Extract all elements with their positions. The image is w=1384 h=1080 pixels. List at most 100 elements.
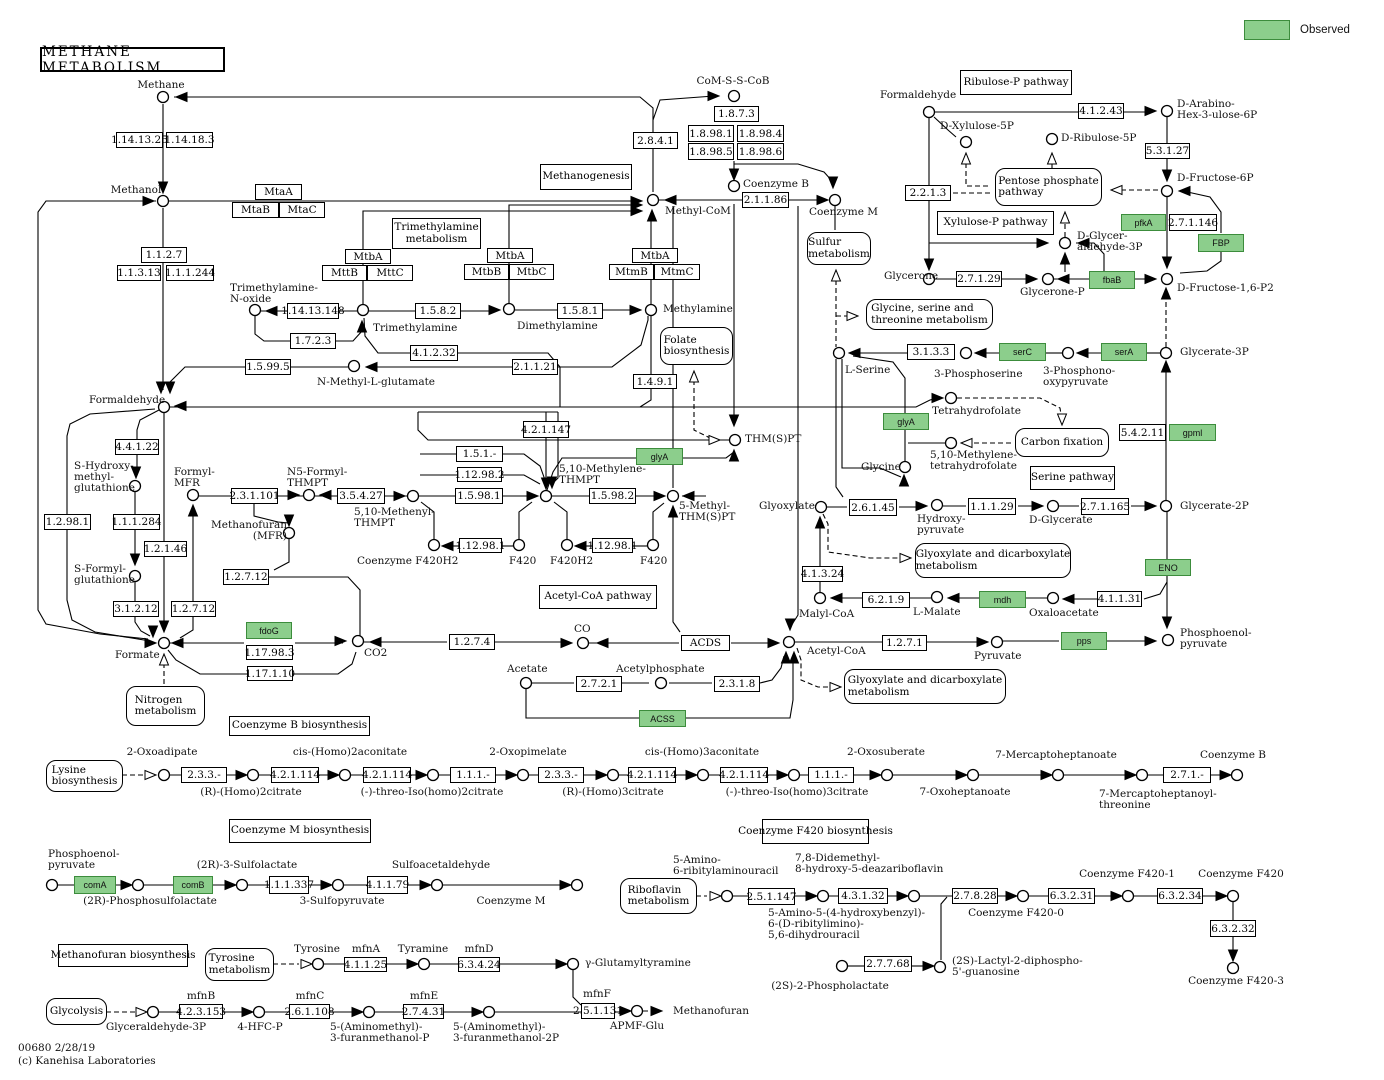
enzyme-box-2-7-8-28[interactable]: 2.7.8.28 — [952, 888, 998, 904]
compound-node[interactable] — [417, 957, 431, 971]
enzyme-box-4-2-1-114[interactable]: 4.2.1.114 — [626, 767, 678, 783]
pathway-link-box-carbon-fixation[interactable]: Carbon fixation — [1015, 428, 1109, 457]
compound-node[interactable] — [606, 768, 620, 782]
compound-node[interactable] — [1160, 272, 1174, 286]
pathway-link-box-pentose-phosphate-pathway[interactable]: Pentose phosphate pathway — [995, 168, 1102, 206]
enzyme-box-1-14-13-148[interactable]: 1.14.13.148 — [281, 303, 345, 319]
compound-node[interactable] — [246, 768, 260, 782]
compound-node[interactable] — [186, 488, 200, 502]
compound-node[interactable] — [814, 500, 828, 514]
compound-node[interactable] — [362, 1005, 376, 1019]
compound-node[interactable] — [1016, 889, 1030, 903]
compound-node[interactable] — [990, 635, 1004, 649]
compound-node[interactable] — [311, 957, 325, 971]
enzyme-box-1-12-98-2[interactable]: 1.12.98.2 — [454, 467, 505, 482]
enzyme-box-1-1-1-337[interactable]: 1.1.1.337 — [264, 876, 314, 894]
compound-node[interactable] — [944, 436, 958, 450]
enzyme-box-4-1-1-25[interactable]: 4.1.1.25 — [343, 957, 388, 972]
enzyme-box-mtba[interactable]: MtbA — [632, 248, 678, 263]
enzyme-box-2-3-3[interactable]: 2.3.3.- — [538, 767, 584, 783]
enzyme-box-1-5-1[interactable]: 1.5.1.- — [456, 446, 503, 462]
enzyme-box-1-2-1-46[interactable]: 1.2.1.46 — [143, 541, 188, 557]
compound-node[interactable] — [248, 303, 262, 317]
compound-node[interactable] — [512, 538, 526, 552]
enzyme-box-4-1-1-31[interactable]: 4.1.1.31 — [1097, 591, 1142, 607]
compound-node[interactable] — [787, 768, 801, 782]
compound-node[interactable] — [302, 488, 316, 502]
compound-node[interactable] — [1051, 768, 1065, 782]
compound-node[interactable] — [1046, 499, 1060, 513]
enzyme-box-2-6-1-108[interactable]: 2.6.1.108 — [284, 1004, 335, 1019]
enzyme-box-1-1-1-284[interactable]: 1.1.1.284 — [111, 514, 162, 530]
enzyme-box-4-4-1-22[interactable]: 4.4.1.22 — [115, 439, 159, 455]
enzyme-box-1-2-7-4[interactable]: 1.2.7.4 — [449, 634, 495, 650]
enzyme-box-2-7-4-31[interactable]: 2.7.4.31 — [401, 1004, 446, 1019]
pathway-link-box-tyrosine-metabolism[interactable]: Tyrosine metabolism — [205, 948, 274, 981]
observed-gene-box-fbp[interactable]: FBP — [1198, 234, 1244, 252]
enzyme-box-1-8-98-5[interactable]: 1.8.98.5 — [688, 143, 734, 160]
enzyme-box-1-1-1-29[interactable]: 1.1.1.29 — [968, 498, 1016, 515]
pathway-link-box-lysine-biosynthesis[interactable]: Lysine biosynthesis — [46, 760, 123, 792]
enzyme-box-1-2-7-12[interactable]: 1.2.7.12 — [223, 569, 269, 585]
compound-node[interactable] — [720, 889, 734, 903]
compound-node[interactable] — [157, 636, 171, 650]
compound-node[interactable] — [1161, 633, 1175, 647]
enzyme-box-1-1-3-13[interactable]: 1.1.3.13 — [117, 265, 161, 281]
compound-node[interactable] — [832, 346, 846, 360]
observed-gene-box-acss[interactable]: ACSS — [639, 710, 686, 727]
compound-node[interactable] — [933, 960, 947, 974]
compound-node[interactable] — [1159, 499, 1173, 513]
enzyme-box-1-5-8-2[interactable]: 1.5.8.2 — [415, 303, 461, 319]
compound-node[interactable] — [1041, 272, 1055, 286]
compound-node[interactable] — [128, 479, 142, 493]
compound-node[interactable] — [898, 460, 912, 474]
enzyme-box-4-1-2-43[interactable]: 4.1.2.43 — [1078, 103, 1124, 119]
compound-node[interactable] — [880, 768, 894, 782]
enzyme-box-acds[interactable]: ACDS — [681, 635, 730, 651]
observed-gene-box-mdh[interactable]: mdh — [979, 591, 1026, 608]
enzyme-box-4-2-1-114[interactable]: 4.2.1.114 — [361, 767, 413, 783]
pathway-link-box-sulfur-metabolism[interactable]: Sulfur metabolism — [807, 232, 871, 265]
compound-node[interactable] — [654, 676, 668, 690]
enzyme-box-1-2-7-1[interactable]: 1.2.7.1 — [882, 635, 927, 651]
enzyme-box-1-17-98-3[interactable]: 1.17.98.3 — [244, 645, 295, 660]
compound-node[interactable] — [156, 90, 170, 104]
enzyme-box-4-2-1-114[interactable]: 4.2.1.114 — [718, 767, 770, 783]
compound-node[interactable] — [646, 538, 660, 552]
compound-node[interactable] — [576, 636, 590, 650]
pathway-link-box-glyoxylate-and-dicarboxylate-metabolism[interactable]: Glyoxylate and dicarboxylate metabolism — [915, 543, 1071, 578]
enzyme-box-mtba[interactable]: MtbA — [487, 248, 533, 263]
enzyme-box-1-1-1[interactable]: 1.1.1.- — [808, 767, 854, 783]
compound-node[interactable] — [516, 768, 530, 782]
compound-node[interactable] — [560, 538, 574, 552]
enzyme-box-1-2-98-1[interactable]: 1.2.98.1 — [44, 514, 91, 530]
pathway-link-box-glycine-serine-and-threonine-metabolism[interactable]: Glycine, serine and threonine metabolism — [866, 299, 993, 330]
compound-node[interactable] — [782, 635, 796, 649]
compound-node[interactable] — [1046, 591, 1060, 605]
enzyme-box-1-12-98-1[interactable]: 1.12.98.1 — [587, 538, 638, 553]
enzyme-box-1-14-18-3[interactable]: 1.14.18.3 — [164, 132, 215, 148]
observed-gene-box-sera[interactable]: serA — [1101, 343, 1147, 361]
enzyme-box-mtaa[interactable]: MtaA — [255, 184, 302, 200]
compound-node[interactable] — [45, 878, 59, 892]
compound-node[interactable] — [630, 1004, 644, 1018]
compound-node[interactable] — [156, 194, 170, 208]
enzyme-box-5-3-1-27[interactable]: 5.3.1.27 — [1145, 143, 1190, 159]
pathway-link-box-folate-biosynthesis[interactable]: Folate biosynthesis — [660, 327, 733, 365]
enzyme-box-2-2-1-3[interactable]: 2.2.1.3 — [905, 185, 951, 201]
observed-gene-box-glya[interactable]: glyA — [883, 413, 929, 430]
pathway-link-box-glycolysis[interactable]: Glycolysis — [46, 998, 107, 1025]
enzyme-box-1-5-98-2[interactable]: 1.5.98.2 — [589, 488, 636, 504]
observed-gene-box-eno[interactable]: ENO — [1145, 559, 1191, 576]
compound-node[interactable] — [727, 89, 741, 103]
enzyme-box-1-1-1-244[interactable]: 1.1.1.244 — [164, 265, 216, 281]
enzyme-box-2-3-1-8[interactable]: 2.3.1.8 — [714, 676, 760, 692]
compound-node[interactable] — [252, 1005, 266, 1019]
enzyme-box-1-1-2-7[interactable]: 1.1.2.7 — [141, 247, 187, 263]
enzyme-box-3-1-2-12[interactable]: 3.1.2.12 — [113, 601, 159, 617]
compound-node[interactable] — [1230, 768, 1244, 782]
enzyme-box-3-5-4-27[interactable]: 3.5.4.27 — [337, 488, 385, 504]
compound-node[interactable] — [1226, 889, 1240, 903]
enzyme-box-1-8-98-4[interactable]: 1.8.98.4 — [737, 125, 784, 142]
enzyme-box-1-5-99-5[interactable]: 1.5.99.5 — [245, 359, 291, 375]
